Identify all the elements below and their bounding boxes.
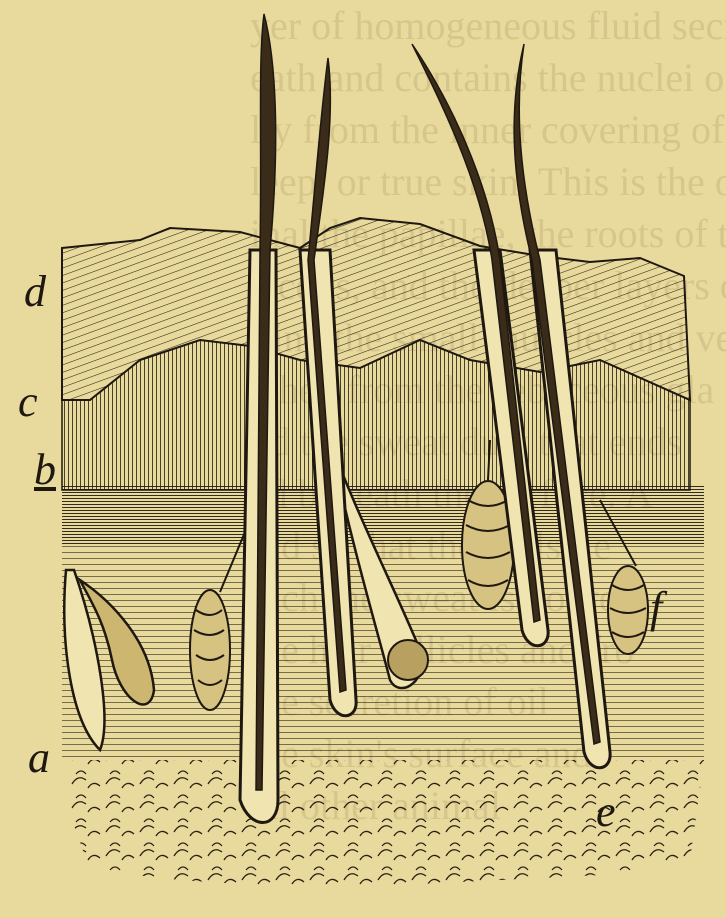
label-d: d [24, 270, 46, 314]
papillary-layer-c [62, 340, 690, 490]
label-e: e [596, 790, 616, 834]
hair-1 [240, 14, 278, 823]
label-c: c [18, 380, 38, 424]
label-f: f [650, 586, 662, 630]
label-b: b [34, 448, 56, 492]
label-a: a [28, 736, 50, 780]
